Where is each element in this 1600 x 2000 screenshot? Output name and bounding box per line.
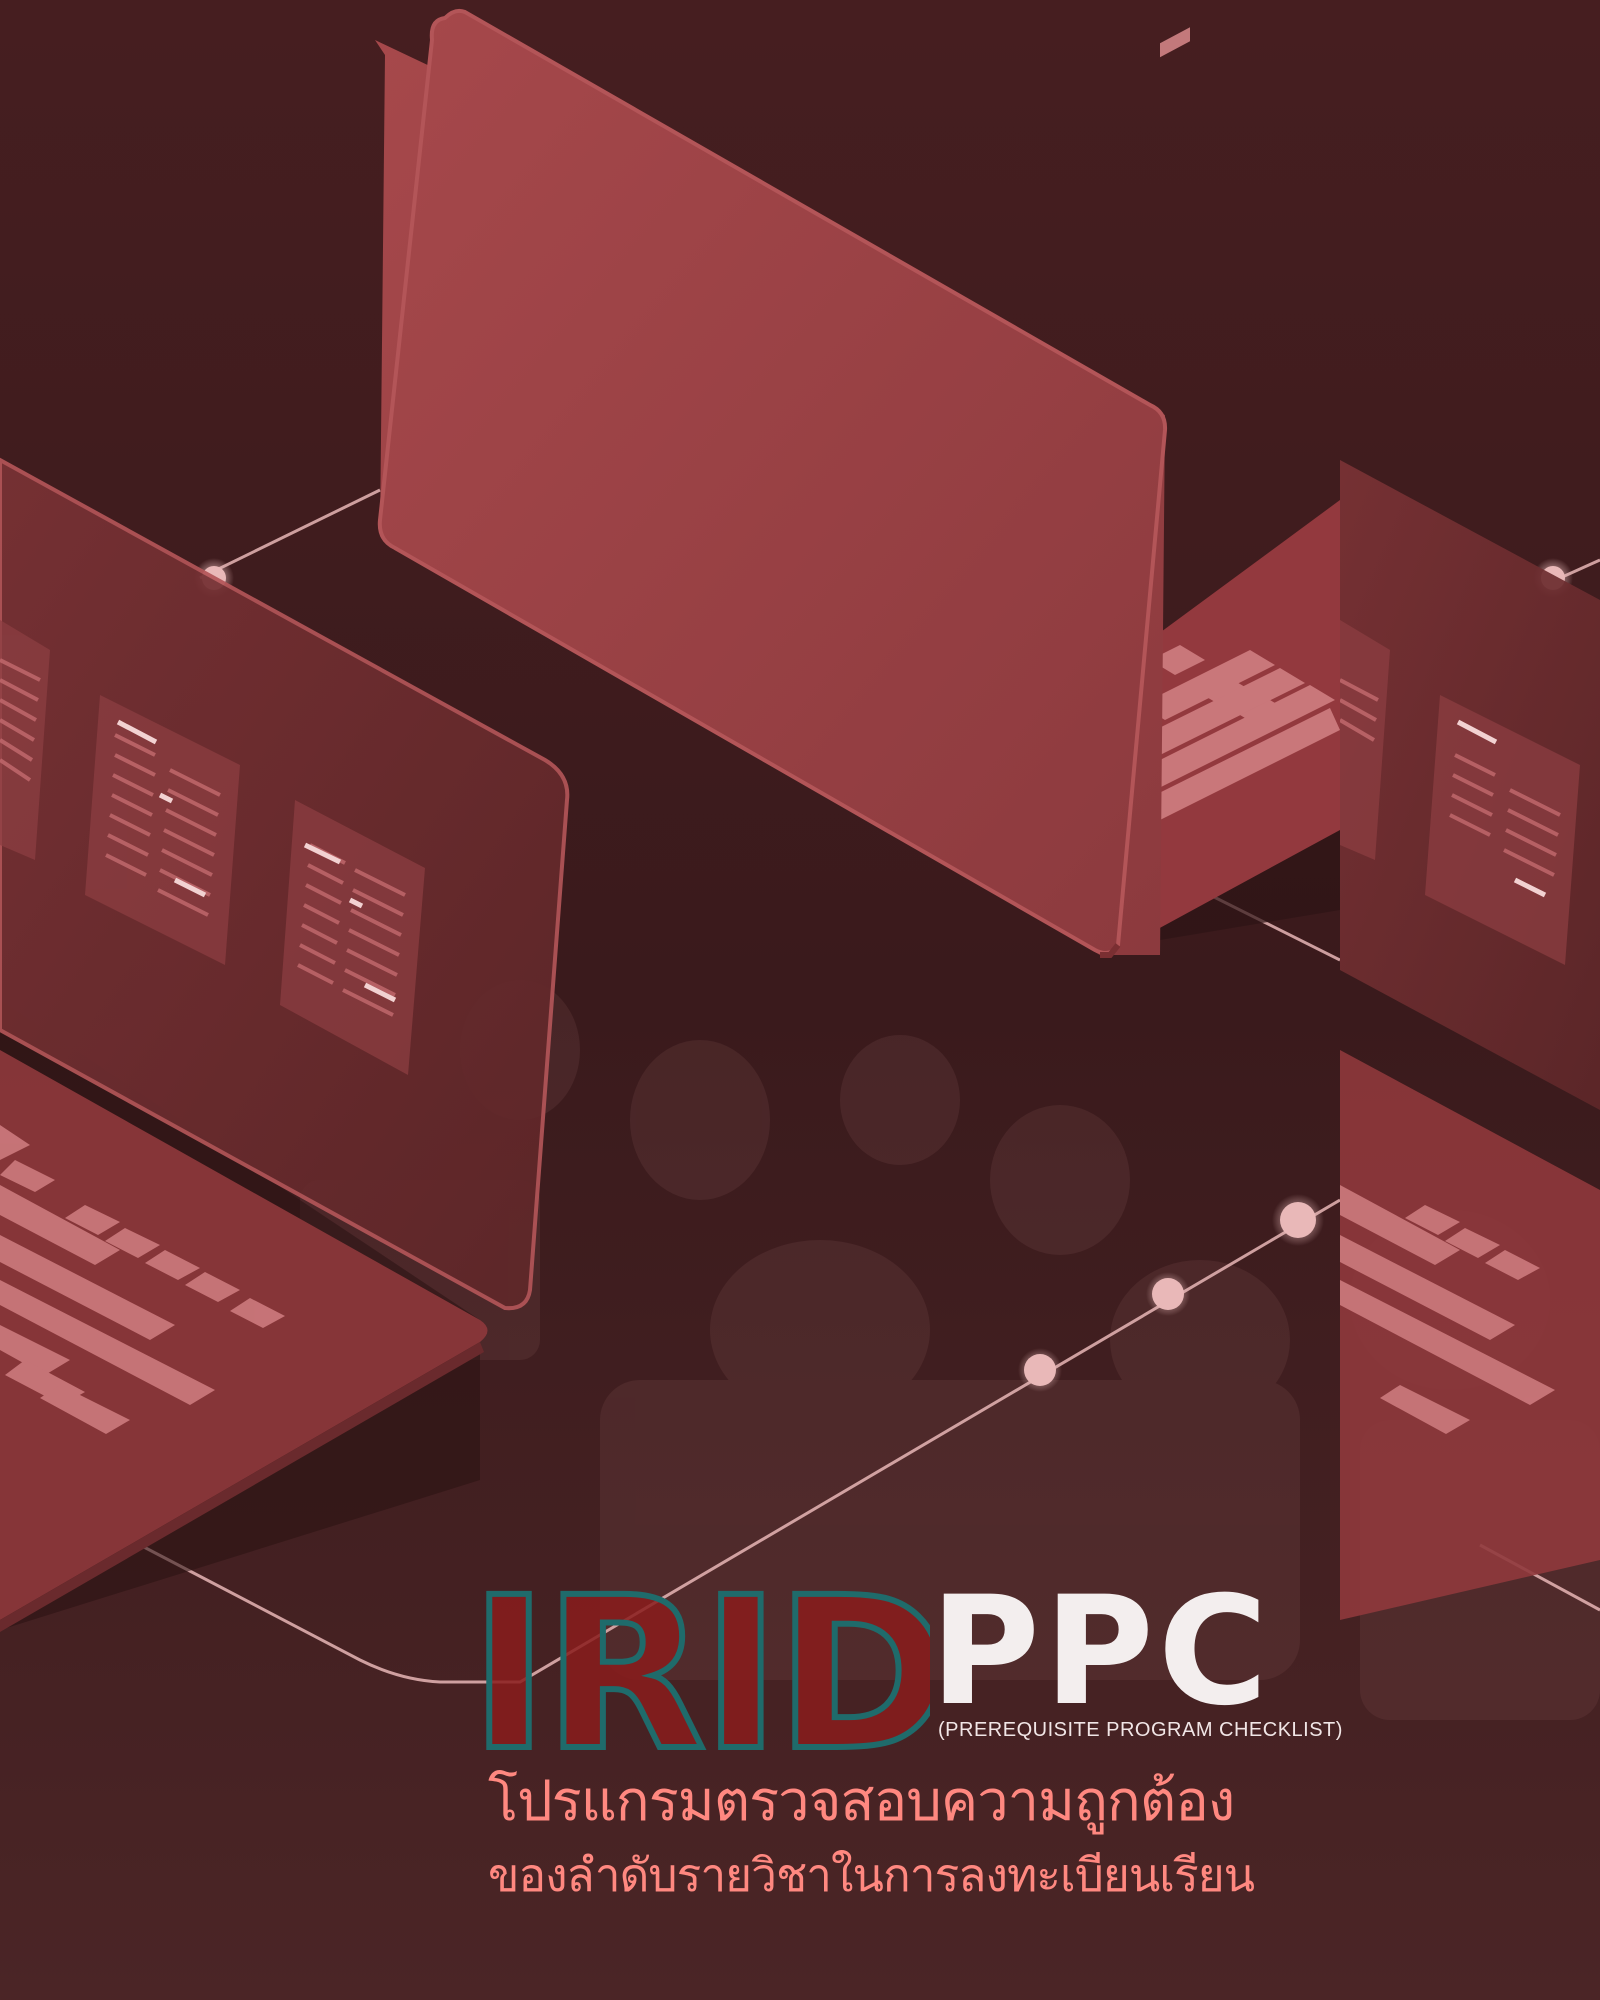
laptop-front-icon (0, 457, 570, 1632)
laptop-illustration (0, 0, 1340, 2000)
headline-line-1: โปรแกรมตรวจสอบความถูกต้อง (488, 1769, 1235, 1834)
cover-spine-artwork (1340, 0, 1600, 2000)
laptop-illustration-repeat (1340, 0, 1600, 2000)
cover-artwork (0, 0, 1340, 2000)
logo-subtitle: (PREREQUISITE PROGRAM CHECKLIST) (938, 1719, 1343, 1741)
cover-title-block: IRID PPC (PREREQUISITE PROGRAM CHECKLIST… (470, 1555, 1342, 1935)
irid-logo: IRID (470, 1555, 930, 1765)
headline-line-2: ของลำดับรายวิชาในการลงทะเบียนเรียน (488, 1848, 1255, 1902)
laptop-back-icon (375, 8, 1340, 958)
ppc-logo-text: PPC (930, 1565, 1272, 1739)
connection-node-icon (194, 558, 1324, 1392)
irid-logo-text: IRID (470, 1555, 930, 1765)
